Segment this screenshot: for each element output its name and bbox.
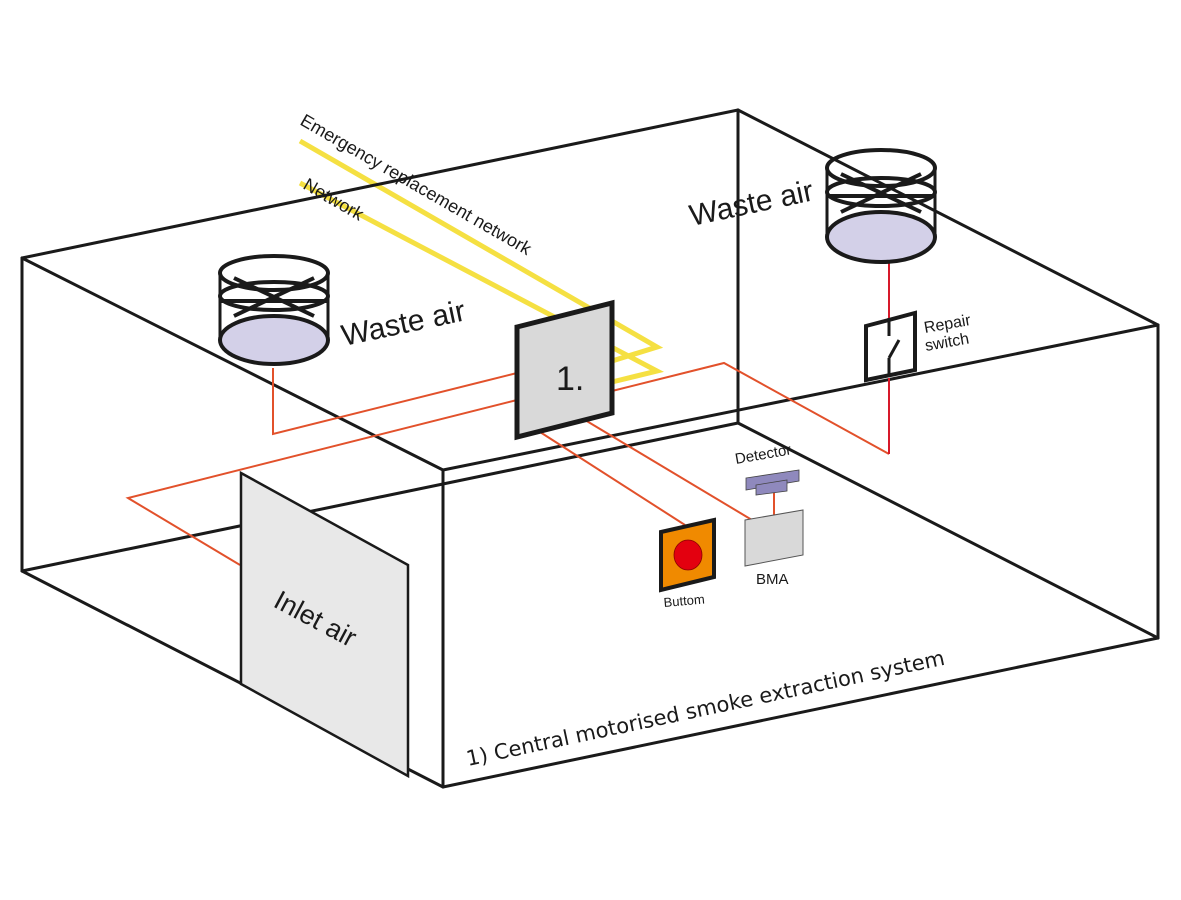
network-lines [298,138,665,385]
fan-left-blade-2 [233,276,315,318]
wires [125,262,890,566]
box-back-floor-edge [20,421,740,573]
waste-air-fan-right: Waste air [687,148,937,264]
fan-right-blade-2 [840,172,922,214]
box-front-bottom-edge [441,636,1160,789]
wire-inlet [125,399,518,566]
box-back-right-top-edge [736,108,1160,327]
box-back-top-left-edge [20,108,740,260]
bma-unit: BMA [744,509,804,588]
box-left-top-edge [20,256,445,472]
emergency-network-label: Emergency replacement network [297,110,536,259]
fan-right-mid-rim [825,176,937,208]
wire-bma [584,419,753,521]
room-box [20,108,1160,789]
button-label: Buttom [663,591,705,610]
network-line [298,180,665,385]
waste-air-fan-left: Waste air [218,254,469,366]
smoke-detector: Detector [734,441,800,496]
wire-button [539,431,686,526]
waste-air-left-label: Waste air [339,294,469,352]
repair-switch: Repair switch [864,310,973,383]
fan-left-disc [218,314,330,366]
button-core [673,539,703,571]
inlet-air-panel-shape [239,470,410,779]
repair-switch-lever [887,339,901,359]
controller-panel [514,299,615,441]
box-right-floor-edge [736,421,1160,640]
controller-label: 1. [556,360,584,398]
bma-box [744,509,804,567]
waste-air-right-label: Waste air [687,174,817,232]
fan-left-mid-rim [218,280,330,312]
controller-box: 1. [514,299,615,441]
wire-right-fan [611,361,890,455]
repair-switch-frame [864,310,917,383]
fan-right-disc [825,210,937,264]
diagram-caption: 1) Central motorised smoke extraction sy… [464,646,947,771]
wire-left-fan [272,368,518,436]
detector-base [755,479,788,496]
inlet-air-panel: Inlet air [239,470,410,779]
bma-label: BMA [756,571,789,588]
manual-call-button: Buttom [659,517,716,610]
detector-label: Detector [734,441,793,468]
